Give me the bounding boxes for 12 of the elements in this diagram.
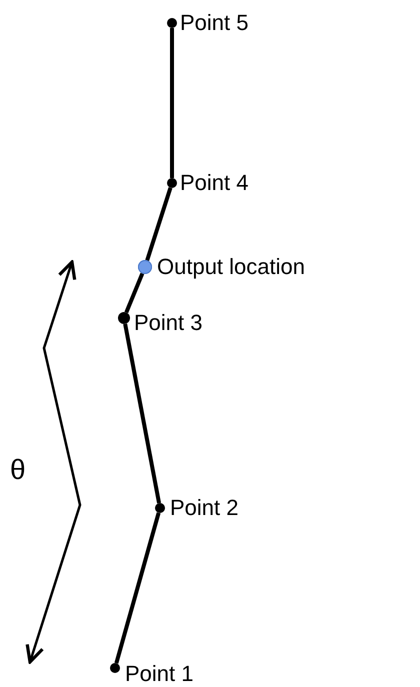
point-label: Point 1 [125, 661, 194, 687]
point-label: Point 2 [170, 495, 238, 521]
point-label: Point 4 [180, 170, 248, 196]
line-segment [114, 512, 161, 664]
angle-symbol: θ [10, 454, 26, 486]
point-label: Point 5 [180, 10, 248, 36]
line-segment [123, 324, 162, 504]
line-segment [170, 28, 174, 178]
point-label: Point 3 [134, 310, 202, 336]
point-label: Output location [157, 254, 305, 280]
line-segment [124, 272, 144, 314]
line-segment [145, 187, 172, 261]
